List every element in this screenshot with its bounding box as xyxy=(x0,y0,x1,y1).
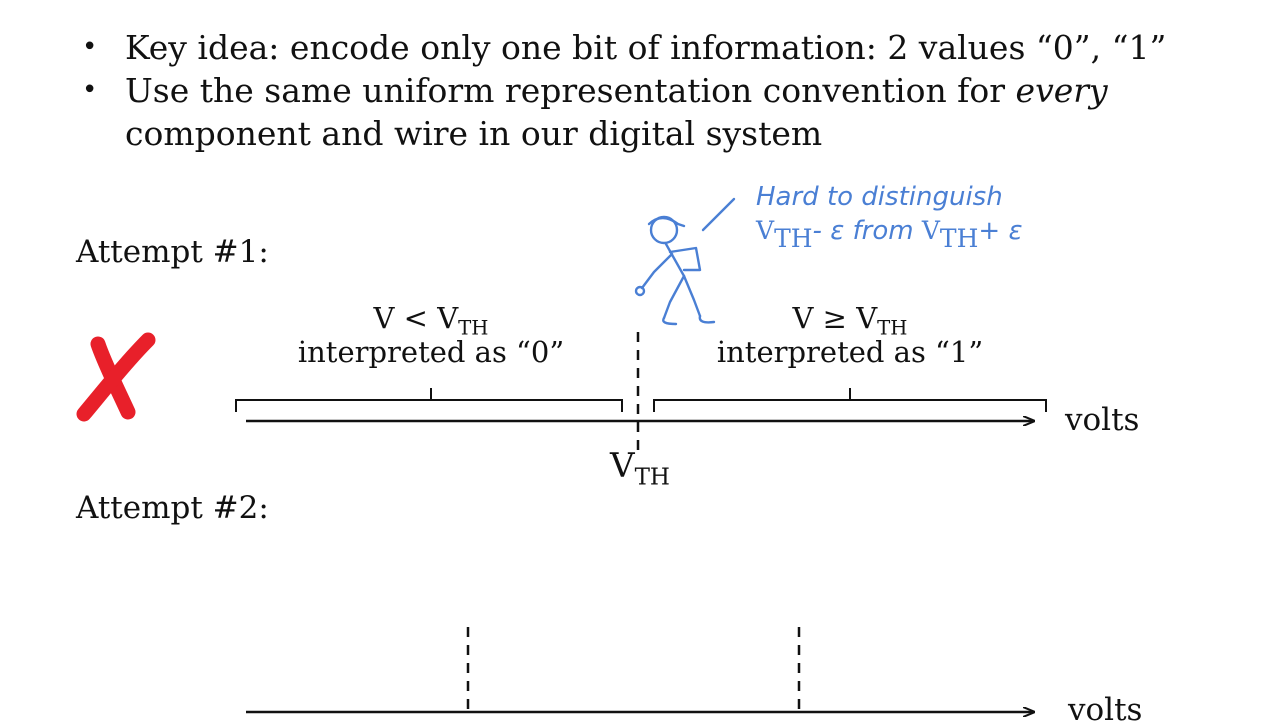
right-range-brace xyxy=(653,399,1047,412)
annotation-note: Hard to distinguish VTH- ε from VTH+ ε xyxy=(756,180,1023,253)
annotation-line-1: Hard to distinguish xyxy=(756,182,1003,212)
bullet-item: • Use the same uniform representation co… xyxy=(72,69,1222,155)
threshold-label: VTH xyxy=(610,446,670,491)
left-meaning-label: interpreted as “0” xyxy=(297,335,565,369)
attempt-1-label: Attempt #1: xyxy=(76,234,269,270)
right-condition-label: V ≥ VTH xyxy=(792,301,908,340)
left-range-brace xyxy=(235,399,623,412)
bullet-glyph: • xyxy=(82,75,98,105)
bullet-text-emphasis: every xyxy=(1015,71,1108,110)
bullet-item: • Key idea: encode only one bit of infor… xyxy=(72,26,1222,69)
annotation-line-2: VTH- ε from VTH+ ε xyxy=(756,216,1023,253)
red-x-mark-icon xyxy=(76,332,156,422)
bullet-text-before: Use the same uniform representation conv… xyxy=(125,71,1016,110)
bullet-text-after: component and wire in our digital system xyxy=(125,114,823,153)
attempt-2-label: Attempt #2: xyxy=(76,490,269,526)
stick-figure-icon xyxy=(634,197,736,326)
right-meaning-label: interpreted as “1” xyxy=(716,335,984,369)
bullet-text: Key idea: encode only one bit of informa… xyxy=(125,28,1167,67)
volts-axis-label-2: volts xyxy=(1068,692,1143,728)
left-condition-label: V < VTH xyxy=(373,301,489,340)
volts-axis-label-1: volts xyxy=(1065,402,1140,438)
bullet-list: • Key idea: encode only one bit of infor… xyxy=(72,26,1222,155)
bullet-glyph: • xyxy=(82,32,98,62)
